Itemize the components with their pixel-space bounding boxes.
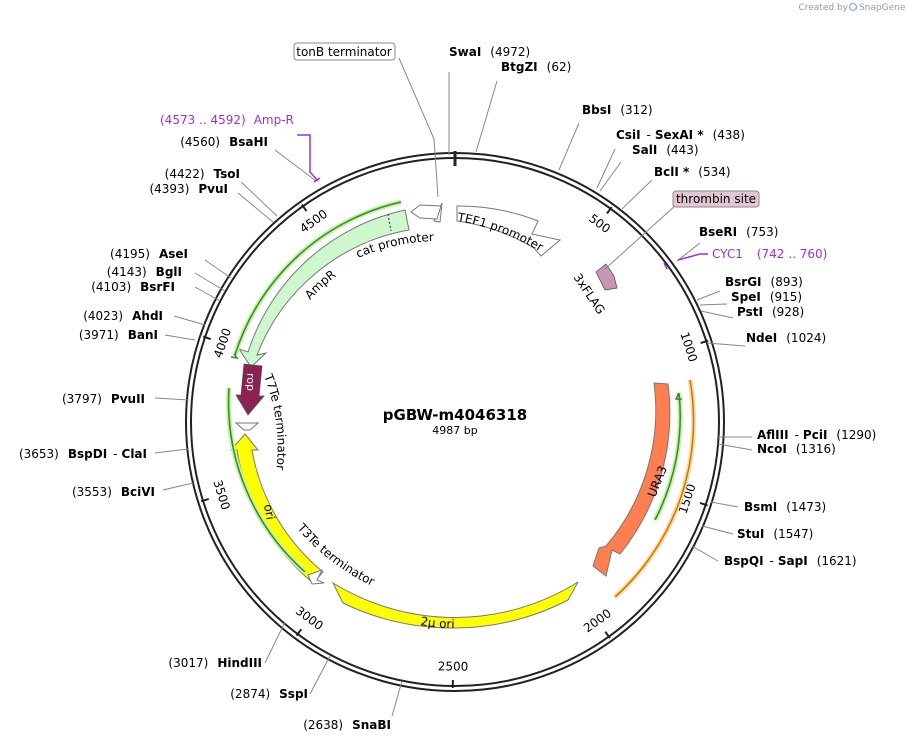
restriction-site-label: NdeI(1024)	[746, 331, 826, 345]
feature-t7te-terminator[interactable]	[236, 423, 258, 430]
restriction-site-label: StuI(1547)	[737, 527, 813, 541]
primer-ampr-label: (4573 .. 4592)Amp-R	[160, 113, 294, 127]
restriction-sites-right: SwaI(4972)BtgZI(62) BbsI(312) CsiI-SexAI *…	[449, 45, 876, 568]
restriction-site-label: SalI(443)	[632, 143, 699, 157]
tick-label: 4000	[211, 326, 234, 359]
label-t3te-terminator: T3Te terminator	[294, 520, 377, 589]
tick-label: 500	[586, 211, 613, 236]
restriction-site-label: (4103)BsrFI	[91, 280, 175, 294]
feature-cat-promoter[interactable]	[411, 203, 442, 222]
snapgene-logo-icon	[850, 4, 857, 11]
plasmid-name: pGBW-m4046318	[383, 406, 527, 424]
tick-label: 1000	[677, 330, 700, 363]
restriction-site-label: NcoI(1316)	[757, 442, 836, 456]
svg-text:thrombin site: thrombin site	[676, 192, 756, 206]
restriction-site-label: (4023)AhdI	[83, 309, 163, 323]
restriction-site-label: (4143)BglI	[107, 265, 182, 279]
restriction-site-label: PstI(928)	[737, 305, 804, 319]
restriction-site-label: CsiI-SexAI *(438)	[616, 128, 745, 142]
tick-label: 2500	[438, 659, 469, 673]
restriction-site-label: (3553)BciVI	[72, 485, 155, 499]
restriction-site-label: BtgZI(62)	[501, 60, 571, 74]
label-ori: ori	[261, 503, 277, 521]
tick-label: 2000	[581, 606, 614, 635]
restriction-site-label: (2638)SnaBI	[303, 718, 391, 732]
restriction-site-label: (4422)TsoI	[165, 167, 240, 181]
label-thrombin-site: thrombin site	[673, 191, 759, 207]
plasmid-size: 4987 bp	[432, 424, 477, 437]
restriction-site-label: SwaI(4972)	[449, 45, 530, 59]
restriction-site-label: (3971)BanI	[79, 328, 158, 342]
restriction-site-label: BclI *(534)	[654, 165, 731, 179]
label-2mu-ori: 2μ ori	[420, 614, 455, 631]
credit-created-by: Created by	[798, 3, 848, 13]
restriction-site-label: (3653)BspDI-ClaI	[19, 447, 147, 461]
restriction-site-label: (3017)HindIII	[168, 656, 262, 670]
restriction-site-label: (3797)PvuII	[62, 392, 145, 406]
primer-cyc1-label: CYC1(742 .. 760)	[712, 247, 827, 261]
restriction-sites-left: (4560)BsaHI (4422)TsoI(4393)PvuI (4195)Ase…	[19, 135, 391, 732]
restriction-site-label: BseRI(753)	[699, 225, 778, 239]
label-t7te-terminator: T7Te terminator	[261, 371, 289, 471]
label-tonb-terminator: tonB terminator	[294, 43, 395, 60]
restriction-site-label: SpeI(915)	[731, 290, 802, 304]
feature-connectors	[605, 205, 676, 269]
restriction-site-label: BspQI-SapI(1621)	[724, 554, 857, 568]
restriction-site-label: AflIII-PciI(1290)	[757, 428, 876, 442]
restriction-site-label: (2874)SspI	[230, 687, 308, 701]
restriction-site-label: (4195)AseI	[110, 247, 188, 261]
credit-brand: SnapGene	[859, 3, 906, 13]
restriction-site-label: (4393)PvuI	[149, 182, 228, 196]
restriction-site-label: BsmI(1473)	[744, 500, 826, 514]
svg-text:tonB terminator: tonB terminator	[296, 45, 392, 59]
label-rop: rop	[244, 373, 257, 391]
restriction-site-label: (4560)BsaHI	[180, 135, 268, 149]
feature-2mu-ori[interactable]	[333, 582, 578, 628]
restriction-site-label: BbsI(312)	[582, 103, 653, 117]
restriction-site-label: BsrGI(893)	[725, 275, 803, 289]
tick-label: 3000	[293, 604, 326, 633]
tick-label: 3500	[210, 478, 232, 511]
